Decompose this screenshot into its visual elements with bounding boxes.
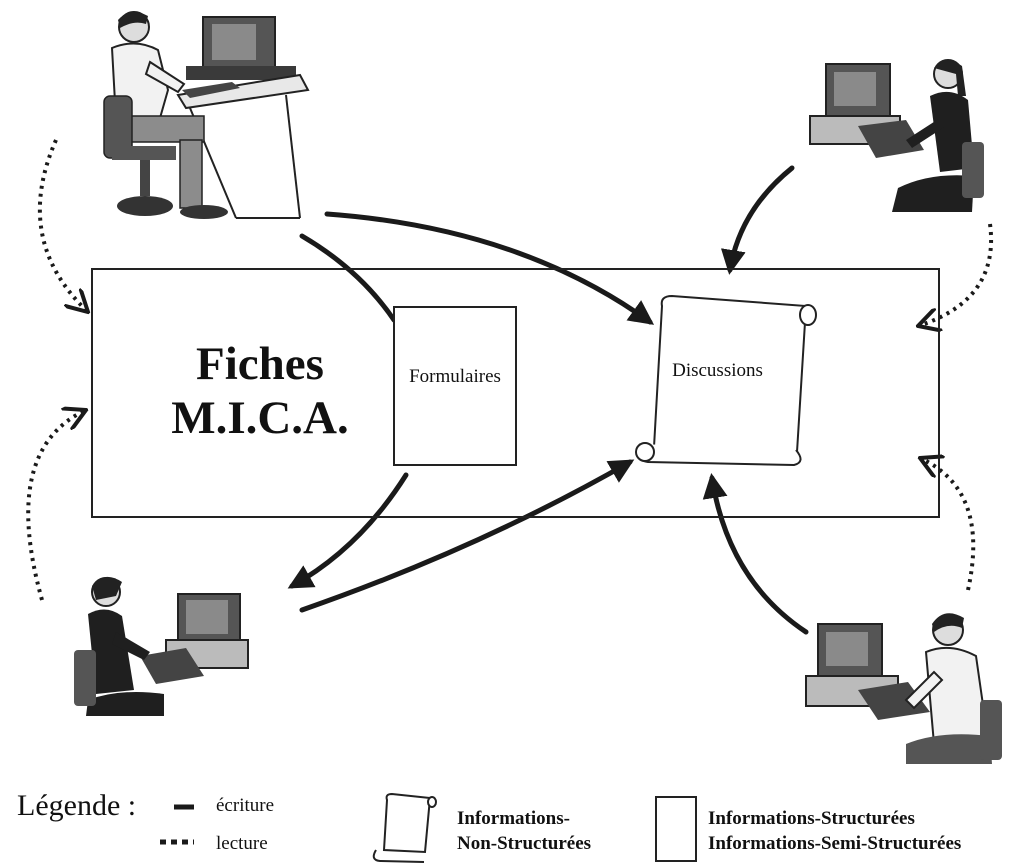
legend-unstructured-line2: Non-Structurées [457,833,592,854]
mica-records-box [91,268,940,518]
write-arrow [324,211,655,325]
discussions-label: Discussions [672,360,763,381]
write-arrow [702,473,809,635]
box-title-line2: M.I.C.A. [171,392,349,444]
legend-read-label: lecture [216,833,268,854]
user-workstation-icon [74,576,249,716]
write-arrow [720,165,795,275]
legend-unstructured-line1: Informations- [457,808,570,829]
user-workstation-icon [809,59,984,212]
write-arrow [299,233,397,323]
read-arrow [918,223,993,326]
box-title-line1: Fiches [196,338,324,390]
legend-structured-box [655,796,697,862]
read-arrow [26,410,86,601]
scroll-document-icon [635,294,817,467]
user-workstation-icon [103,11,310,219]
legend-write-label: écriture [216,795,275,816]
read-arrow [38,139,88,312]
legend-structured-line1: Informations-Structurées [708,808,915,829]
legend-scroll-icon [372,792,437,863]
formulaires-label: Formulaires [409,366,501,387]
write-arrow [287,472,409,589]
user-workstation-icon [805,613,1002,764]
write-arrow [299,459,635,613]
legend-structured-line2: Informations-Semi-Structurées [708,833,962,854]
read-arrow [920,458,976,591]
legend-title: Légende : [17,789,137,822]
form-document-icon [393,306,517,466]
